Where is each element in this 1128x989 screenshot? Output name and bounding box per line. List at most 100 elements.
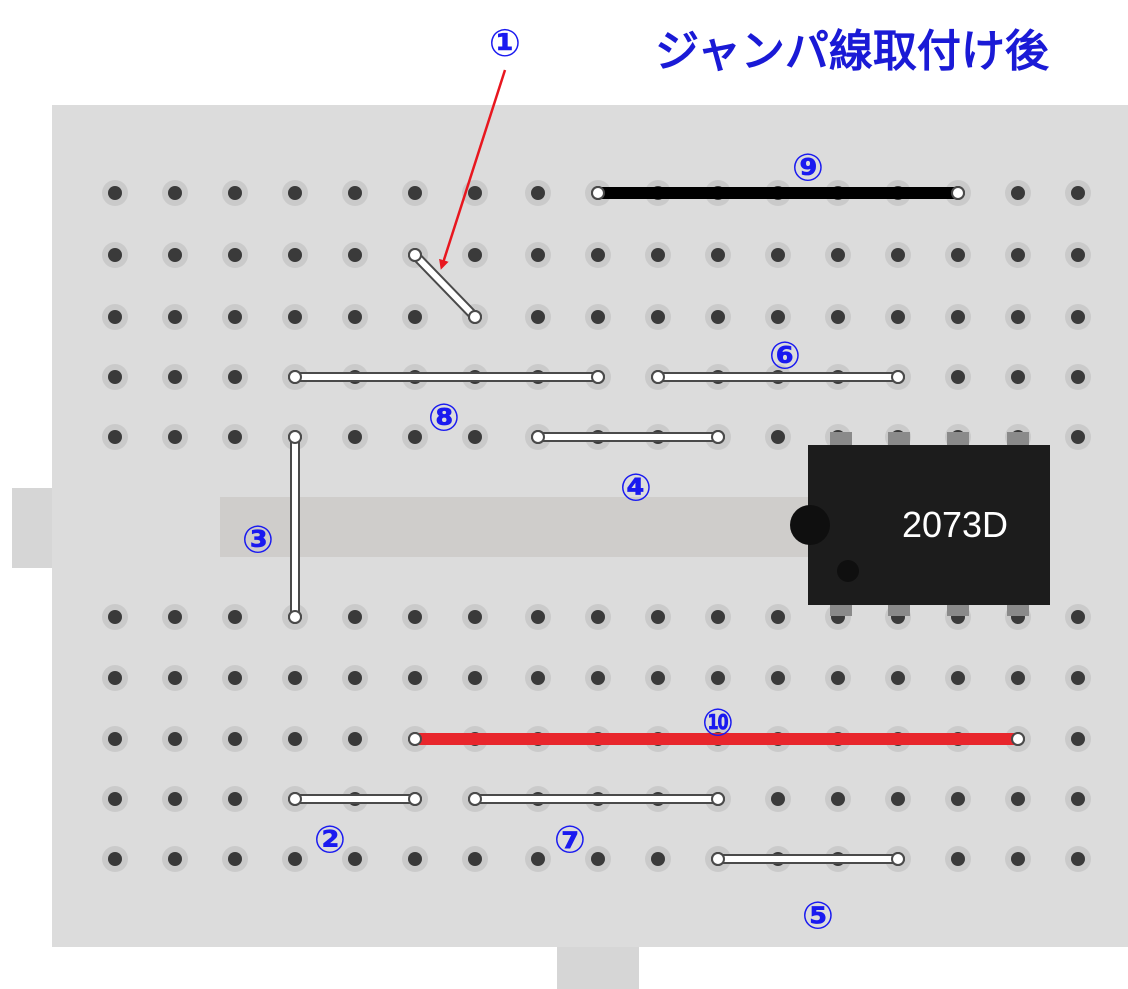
board-hole	[102, 304, 128, 330]
jumper-label-5: ⑤	[802, 894, 834, 938]
board-hole	[945, 786, 971, 812]
board-hole	[102, 846, 128, 872]
board-tab-bottom	[557, 945, 639, 989]
board-hole	[645, 846, 671, 872]
board-hole	[645, 242, 671, 268]
board-hole	[705, 665, 731, 691]
board-hole	[1005, 846, 1031, 872]
board-hole	[825, 304, 851, 330]
board-hole	[1065, 846, 1091, 872]
jumper-wire-7	[468, 792, 725, 806]
board-hole	[705, 304, 731, 330]
board-hole	[765, 242, 791, 268]
jumper-label-7: ⑦	[554, 818, 586, 862]
board-hole	[402, 424, 428, 450]
board-hole	[162, 242, 188, 268]
board-hole	[162, 304, 188, 330]
board-hole	[585, 604, 611, 630]
board-hole	[222, 242, 248, 268]
board-hole	[402, 180, 428, 206]
jumper-label-9: ⑨	[792, 146, 824, 190]
board-hole	[402, 665, 428, 691]
board-hole	[1065, 726, 1091, 752]
board-hole	[765, 424, 791, 450]
board-hole	[342, 304, 368, 330]
jumper-wire-3	[288, 430, 302, 624]
board-hole	[222, 424, 248, 450]
board-hole	[1005, 364, 1031, 390]
board-hole	[525, 304, 551, 330]
board-hole	[885, 242, 911, 268]
board-hole	[945, 364, 971, 390]
board-hole	[525, 180, 551, 206]
board-hole	[1005, 786, 1031, 812]
board-hole	[885, 786, 911, 812]
board-hole	[282, 846, 308, 872]
board-hole	[222, 726, 248, 752]
board-hole	[102, 364, 128, 390]
board-hole	[525, 604, 551, 630]
board-hole	[1065, 304, 1091, 330]
board-hole	[585, 304, 611, 330]
board-tab-left	[12, 488, 56, 568]
ic-chip: 2073D	[790, 432, 1050, 616]
board-hole	[1065, 786, 1091, 812]
board-hole	[765, 304, 791, 330]
jumper-wire-1	[408, 248, 482, 324]
board-hole	[1065, 180, 1091, 206]
board-hole	[102, 242, 128, 268]
board-hole	[102, 665, 128, 691]
board-hole	[222, 604, 248, 630]
jumper-wire-5	[711, 852, 905, 866]
board-hole	[765, 786, 791, 812]
board-hole	[885, 665, 911, 691]
board-hole	[945, 242, 971, 268]
jumper-wire-4	[531, 430, 725, 444]
board-hole	[102, 786, 128, 812]
board-hole	[525, 846, 551, 872]
board-hole	[162, 604, 188, 630]
board-hole	[825, 665, 851, 691]
board-hole	[222, 846, 248, 872]
chip-notch	[790, 505, 830, 545]
board-hole	[342, 180, 368, 206]
jumper-wires	[288, 186, 1025, 866]
board-hole	[1005, 180, 1031, 206]
board-hole	[342, 242, 368, 268]
board-hole	[102, 726, 128, 752]
board-hole	[705, 604, 731, 630]
board-hole	[705, 242, 731, 268]
board-hole	[342, 604, 368, 630]
board-hole	[462, 242, 488, 268]
board-hole	[162, 665, 188, 691]
board-hole	[222, 304, 248, 330]
board-hole	[402, 846, 428, 872]
board-hole	[825, 786, 851, 812]
board-hole	[222, 180, 248, 206]
board-hole	[162, 424, 188, 450]
board-hole	[462, 846, 488, 872]
board-hole	[282, 242, 308, 268]
board-hole	[585, 665, 611, 691]
board-hole	[945, 304, 971, 330]
board-hole	[402, 604, 428, 630]
board-hole	[162, 180, 188, 206]
board-hole	[462, 604, 488, 630]
jumper-label-8: ⑧	[428, 396, 460, 440]
chip-pin1-dot	[837, 560, 859, 582]
board-hole	[765, 665, 791, 691]
jumper-label-2: ②	[314, 818, 346, 862]
jumper-label-6: ⑥	[769, 334, 801, 378]
jumper-wire-6	[651, 370, 905, 384]
board-hole	[1065, 242, 1091, 268]
board-hole	[282, 304, 308, 330]
callout-arrow	[439, 69, 507, 270]
board-hole	[462, 424, 488, 450]
center-channel	[220, 497, 820, 557]
board-hole	[525, 242, 551, 268]
board-hole	[645, 304, 671, 330]
board-hole	[645, 604, 671, 630]
board-hole	[585, 846, 611, 872]
